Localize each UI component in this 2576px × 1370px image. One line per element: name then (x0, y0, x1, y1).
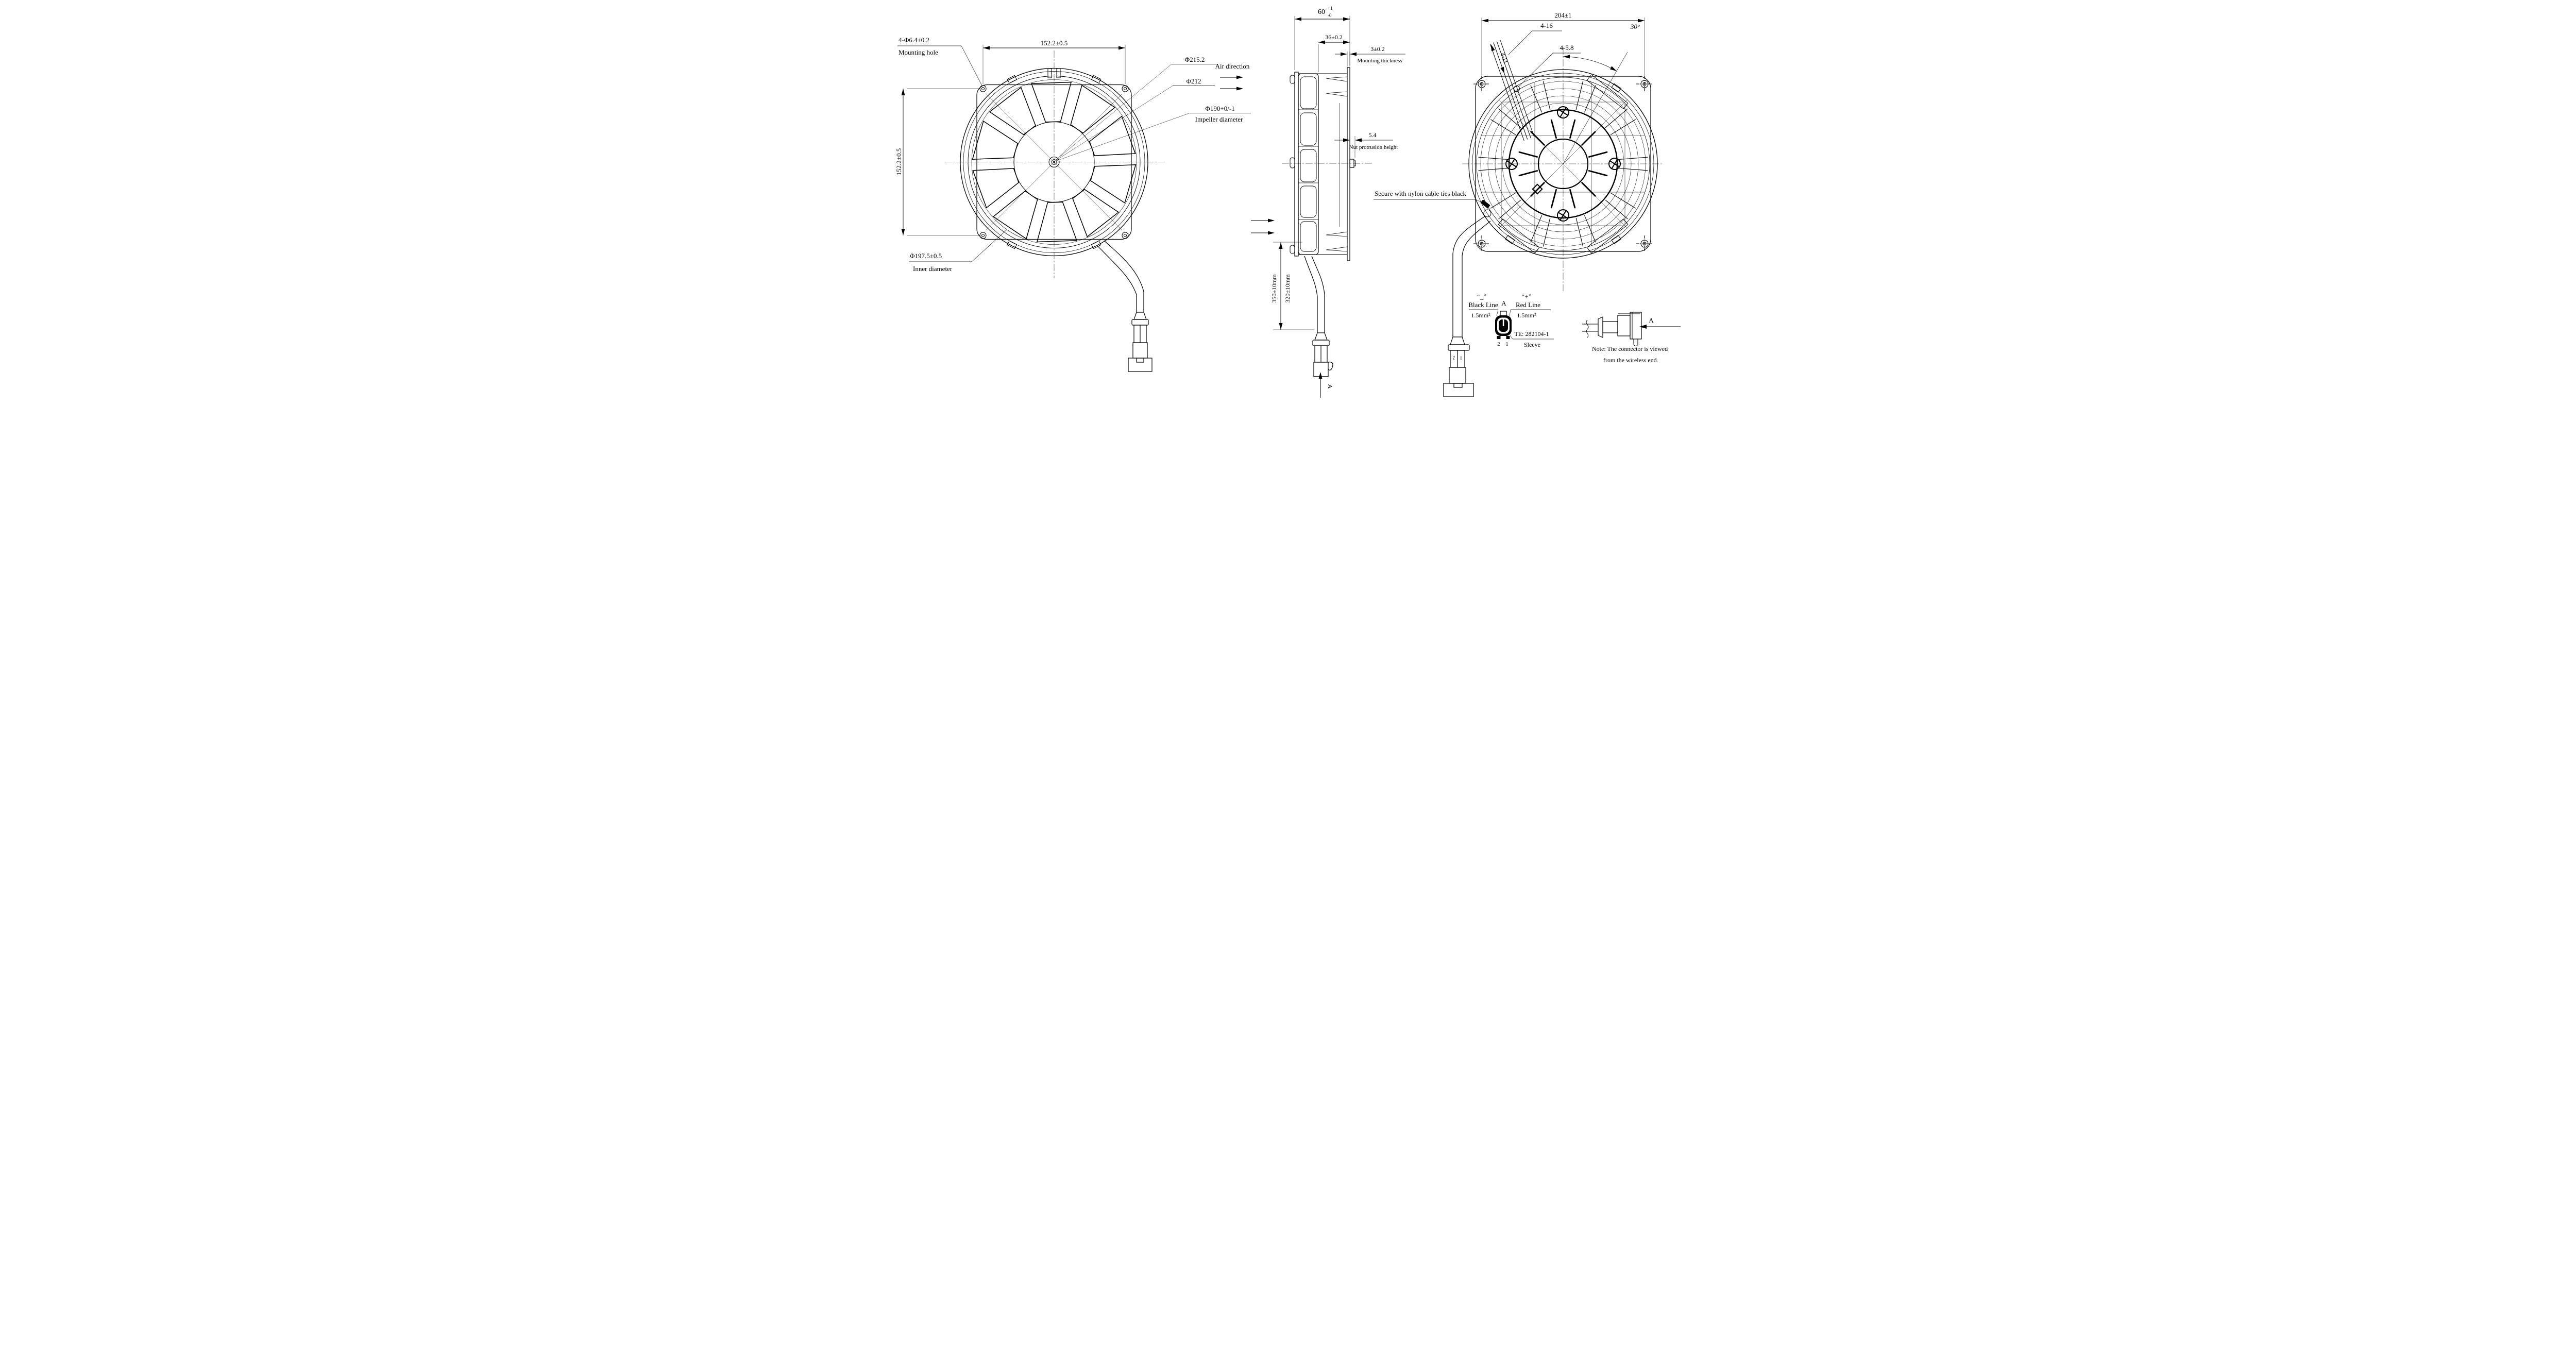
depth-tol-minus-text: -0 (1328, 13, 1332, 18)
mounting-hole-label-text: Mounting hole (899, 48, 938, 56)
depth-value-text: 60 (1318, 8, 1325, 16)
side-dim-36: 36±0.2 (1318, 33, 1350, 72)
dim-36-text: 36±0.2 (1325, 33, 1343, 41)
pin1-text: 1 (1505, 341, 1509, 347)
front-hub-center (1053, 161, 1055, 163)
front-dim-height: 152.2±0.5 (895, 88, 979, 236)
dim-4-5-8-text: 4-5.8 (1560, 44, 1573, 52)
front-connector (1128, 312, 1153, 372)
pos-symbol-text: “+” (1522, 293, 1532, 300)
pos-spec-text: 1.5mm² (1517, 312, 1536, 319)
side-dim-depth: 60 +1 -0 (1294, 6, 1350, 70)
front-outer-ring (960, 67, 1148, 257)
nut-label-text: Nut protrusion height (1349, 144, 1398, 150)
note-line2-text: from the wireless end. (1603, 357, 1658, 364)
front-shroud-plate (976, 84, 1132, 240)
front-inner-dia-callout: Φ197.5±0.5 Inner diameter (909, 229, 1007, 273)
note-line1-text: Note: The connector is viewed (1592, 345, 1668, 352)
front-dim-width-text: 152.2±0.5 (1041, 39, 1068, 47)
te-part-text: TE: 282104-1 (1515, 330, 1549, 337)
connector-face-graphic (1495, 311, 1512, 339)
rear-shroud-plate (1475, 76, 1651, 252)
side-dim-nut: 5.4 Nut protrusion height (1334, 131, 1398, 158)
inner-label-text: Inner diameter (913, 265, 953, 273)
front-inner-ring (968, 76, 1141, 248)
side-view-arrow-label-text: A (1649, 316, 1654, 324)
connector-face-detail: “_” Black Line 1.5mm² A “+” Red Line 1.5… (1468, 293, 1554, 348)
rear-cable-tie-callout: Secure with nylon cable ties black (1374, 190, 1490, 209)
connector-side-detail: A Note: The connector is viewed from the… (1582, 312, 1681, 364)
front-view: 152.2±0.5 152.2±0.5 4-Φ6.4±0.2 Mounting … (895, 36, 1251, 372)
engineering-drawing-sheet: 152.2±0.5 152.2±0.5 4-Φ6.4±0.2 Mounting … (884, 0, 1692, 398)
side-blade-stack (1298, 73, 1319, 255)
dia-impeller-text: Φ190+0/-1 (1205, 105, 1234, 112)
side-cable (1304, 256, 1325, 333)
dim-5-4-text: 5.4 (1369, 131, 1377, 139)
neg-symbol-text: “_” (1477, 293, 1486, 300)
dim-4-16-text: 4-16 (1540, 22, 1553, 29)
cable-tie-mark (1480, 199, 1490, 209)
rear-dim-width-text: 204±1 (1554, 11, 1571, 19)
pos-line-text: Red Line (1516, 301, 1540, 309)
impeller-label-text: Impeller diameter (1195, 115, 1243, 123)
dia-outer-text: Φ215.2 (1185, 56, 1205, 63)
sheet-background (884, 0, 1692, 398)
rear-motor-plate (1508, 109, 1618, 219)
front-dim-width: 152.2±0.5 (982, 39, 1126, 84)
rear-connector-pin2: 2 (1453, 355, 1455, 361)
front-dim-height-text: 152.2±0.5 (895, 148, 903, 176)
pin2-text: 2 (1497, 341, 1500, 347)
connector-note: Note: The connector is viewed from the w… (1592, 345, 1668, 364)
dim-30deg-text: 30° (1630, 23, 1640, 30)
rear-outer-ring (1468, 69, 1658, 259)
neg-line-text: Black Line (1468, 301, 1498, 309)
cable-len-320-text: 320±10mm (1284, 274, 1291, 303)
neg-spec-text: 1.5mm² (1471, 312, 1490, 319)
dia-ring-text: Φ212 (1186, 77, 1201, 85)
rear-hub (1537, 138, 1589, 190)
air-direction-arrows (1220, 75, 1275, 235)
rear-hub-notch (1532, 183, 1543, 195)
mounting-hole-dim-text: 4-Φ6.4±0.2 (899, 36, 929, 44)
rear-connector (1443, 336, 1474, 397)
rear-cable (1452, 216, 1491, 337)
depth-tol-plus-text: +1 (1328, 6, 1333, 11)
air-direction-text: Air direction (1215, 62, 1250, 70)
sleeve-text: Sleeve (1524, 341, 1540, 348)
dim-4-11-text: 4-11 (1499, 52, 1510, 64)
rear-diagonal-bracket (1489, 40, 1535, 141)
rear-dim-angle: 30° (1563, 23, 1640, 72)
dim-3-text: 3±0.2 (1370, 45, 1385, 53)
mounting-thickness-text: Mounting thickness (1357, 58, 1402, 64)
side-fan-body (1290, 67, 1356, 261)
rear-callout-4-16: 4-16 (1508, 22, 1562, 55)
view-arrow-label-text: A (1327, 384, 1334, 389)
cable-len-350-text: 350±10mm (1270, 274, 1278, 303)
rear-connector-pin1: 1 (1460, 355, 1463, 361)
side-connector-graphic (1582, 312, 1642, 346)
rear-cable-grommet (1483, 209, 1492, 217)
rear-callout-4-5-8: 4-5.8 (1514, 44, 1581, 92)
cable-tie-note-text: Secure with nylon cable ties black (1375, 190, 1466, 197)
front-cable (1097, 240, 1144, 312)
front-mounting-hole-callout: 4-Φ6.4±0.2 Mounting hole (897, 36, 982, 86)
dia-inner-text: Φ197.5±0.5 (910, 252, 942, 260)
side-dim-cable-length: 350±10mm 320±10mm (1270, 242, 1314, 330)
side-dim-thickness: 3±0.2 Mounting thickness (1335, 45, 1405, 66)
side-view: Air direction (1215, 6, 1405, 398)
front-diameter-callouts: Φ215.2 Φ212 Φ190+0/-1 Impeller diameter (1172, 56, 1251, 123)
side-view-arrow-a: A (1318, 372, 1334, 398)
rear-dim-width: 204±1 (1481, 11, 1645, 77)
detail-view-label-text: A (1501, 299, 1506, 307)
